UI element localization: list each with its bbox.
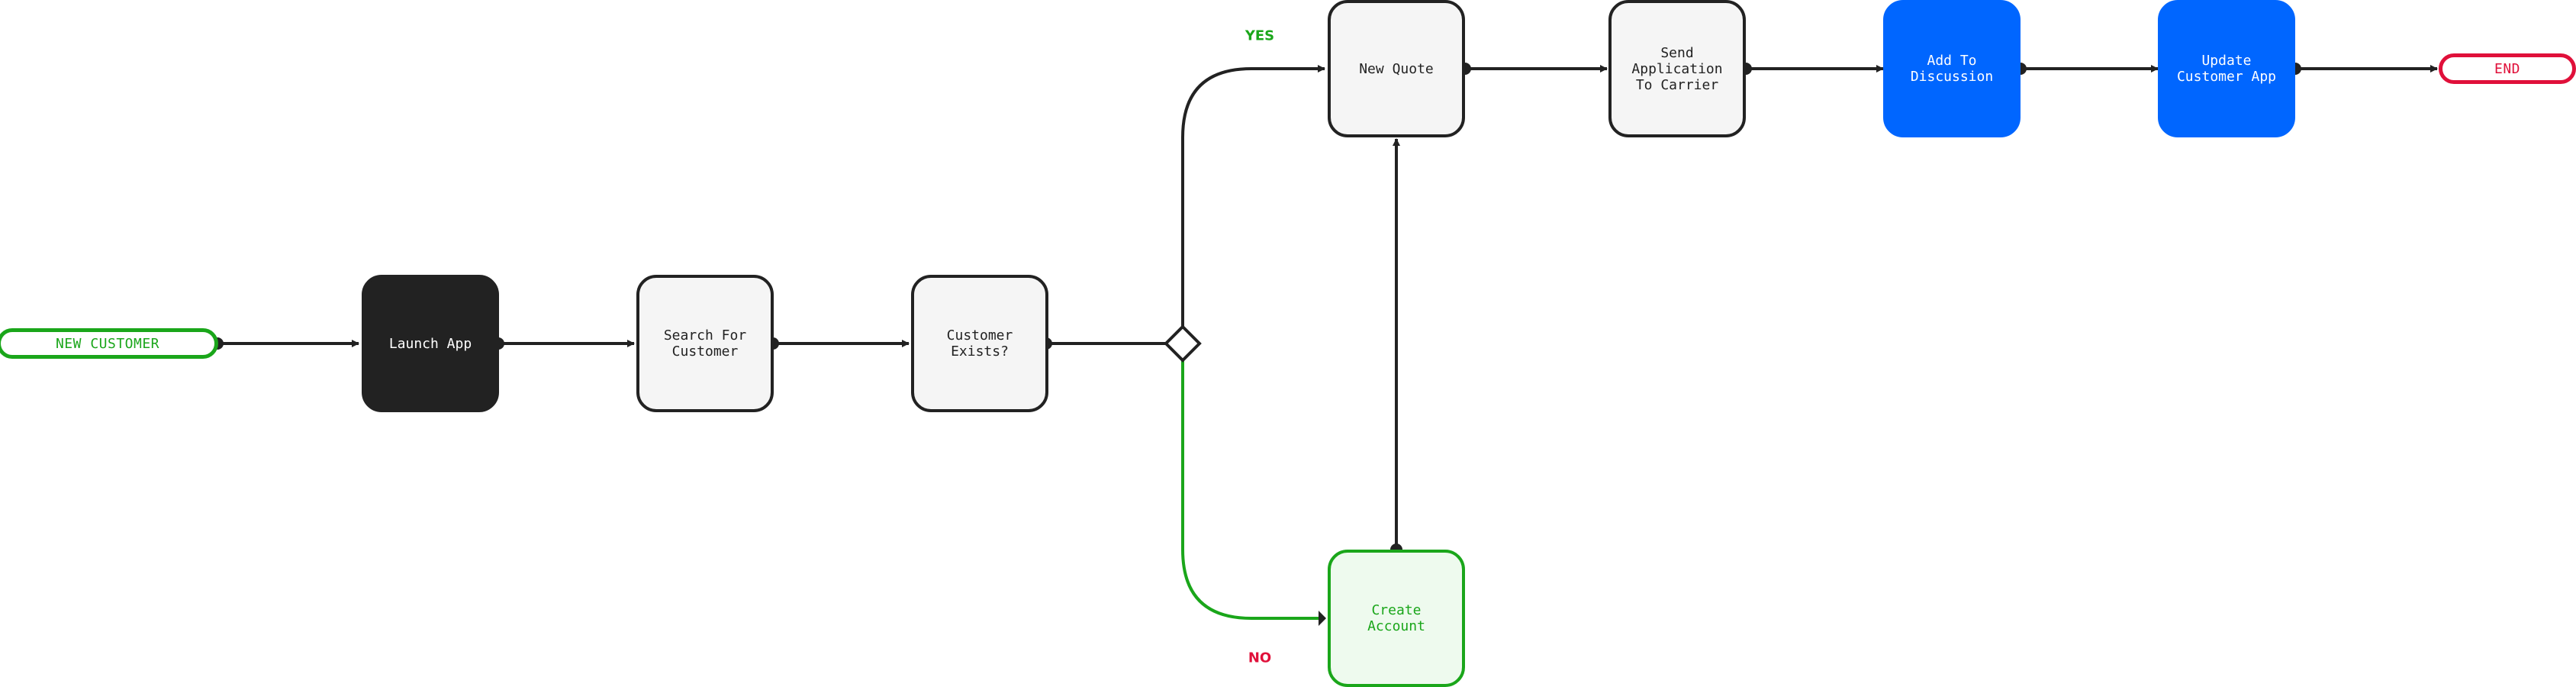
step-customer-exists[interactable]: Customer Exists?: [911, 275, 1048, 412]
decision-diamond[interactable]: [1164, 324, 1202, 363]
start-node-new-customer[interactable]: NEW CUSTOMER: [0, 328, 218, 359]
no-branch-arrowhead: [1319, 611, 1326, 626]
connector-yes-branch: [1181, 65, 1325, 327]
step-add-to-discussion[interactable]: Add To Discussion: [1883, 0, 2021, 137]
step-send-application-to-carrier[interactable]: Send Application To Carrier: [1608, 0, 1746, 137]
connector-no-branch: [1181, 360, 1325, 620]
step-update-customer-app[interactable]: Update Customer App: [2158, 0, 2295, 137]
step-create-account[interactable]: Create Account: [1328, 550, 1465, 687]
decision-no-label: NO: [1248, 650, 1272, 666]
decision-yes-label: YES: [1245, 27, 1275, 44]
step-launch-app[interactable]: Launch App: [362, 275, 499, 412]
step-new-quote[interactable]: New Quote: [1328, 0, 1465, 137]
end-node[interactable]: END: [2439, 53, 2576, 84]
step-search-for-customer[interactable]: Search For Customer: [636, 275, 774, 412]
